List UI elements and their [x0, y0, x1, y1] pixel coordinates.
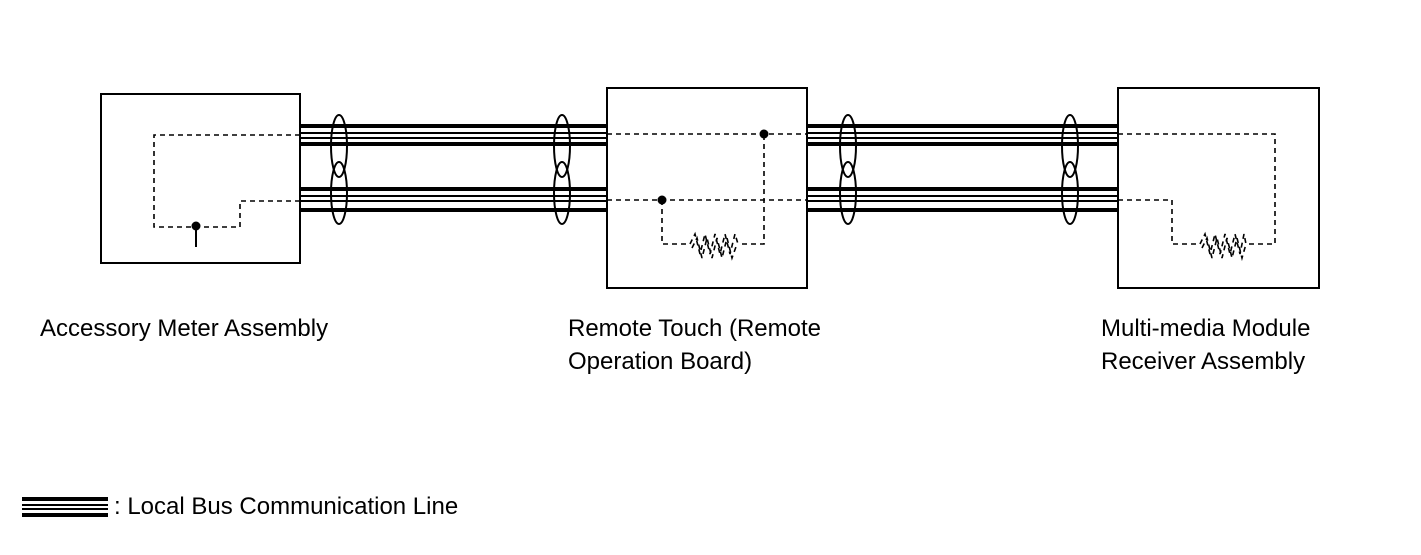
multimedia-module-circuit: [1118, 133, 1276, 262]
bus-segment-upper-right: [807, 124, 1118, 146]
twist-oval: [553, 114, 571, 178]
multimedia-module-label-line2: Receiver Assembly: [1101, 348, 1306, 375]
junction-dot: [191, 221, 201, 231]
remote-touch-circuit: [607, 133, 807, 261]
junction-dot: [759, 129, 769, 139]
multimedia-module-label-line1: Multi-media Module: [1101, 315, 1311, 342]
twist-oval: [1061, 114, 1079, 178]
accessory-meter-circuit: [153, 134, 300, 228]
legend: : Local Bus Communication Line: [22, 490, 458, 524]
remote-touch-label-line2: Operation Board): [568, 348, 753, 375]
remote-touch-box: [606, 87, 808, 289]
multimedia-module-box: [1117, 87, 1320, 289]
twist-oval: [839, 161, 857, 225]
remote-touch-label-line1: Remote Touch (Remote: [568, 315, 822, 342]
bus-segment-lower-right: [807, 187, 1118, 212]
bus-segment-lower-left: [300, 187, 607, 212]
twist-oval: [839, 114, 857, 178]
accessory-meter-label: Accessory Meter Assembly: [40, 315, 329, 342]
twist-oval: [1061, 161, 1079, 225]
twist-oval: [330, 114, 348, 178]
twist-oval: [330, 161, 348, 225]
twist-oval: [553, 161, 571, 225]
bus-segment-upper-left: [300, 124, 607, 146]
junction-dot: [657, 195, 667, 205]
triple-line-bus-symbol: [22, 497, 108, 517]
legend-label: : Local Bus Communication Line: [114, 493, 459, 520]
accessory-meter-box: [100, 93, 301, 264]
